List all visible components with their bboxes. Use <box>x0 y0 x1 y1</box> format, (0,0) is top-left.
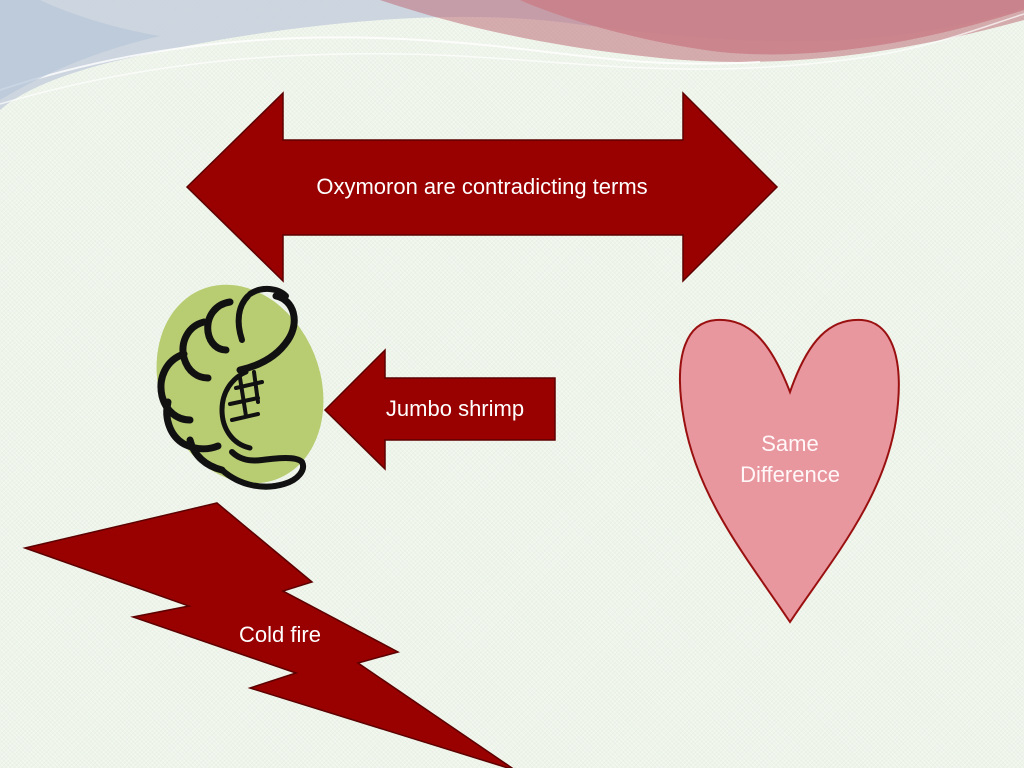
left-arrow-shape <box>323 348 556 471</box>
double-arrow-label: Oxymoron are contradicting terms <box>316 174 648 199</box>
heart-shape <box>679 318 900 624</box>
double-arrow-shape <box>185 91 779 283</box>
shrimp-clipart-icon <box>156 284 324 490</box>
heart-label-line1: Same <box>761 431 819 456</box>
heart-label: Same Difference <box>700 428 880 490</box>
jumbo-shrimp-label: Jumbo shrimp <box>385 396 525 421</box>
heart-label-line2: Difference <box>740 462 840 487</box>
top-wave-decoration <box>0 0 1024 110</box>
lightning-bolt-shape <box>22 502 514 768</box>
cold-fire-label: Cold fire <box>239 622 321 647</box>
